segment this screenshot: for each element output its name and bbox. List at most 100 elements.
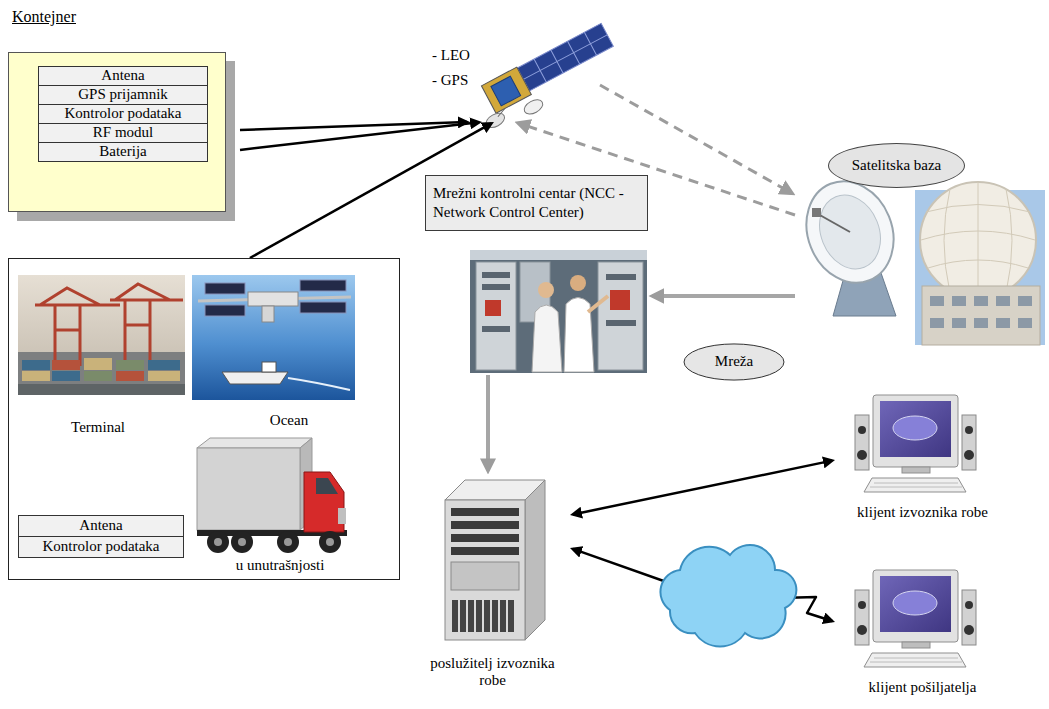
satellite-drawing (496, 109, 507, 117)
network-ellipse: Mreža (683, 343, 785, 381)
component-label: Kontrolor podataka (19, 539, 183, 555)
terminal-photo (116, 371, 144, 381)
truck-drawing (197, 438, 347, 553)
control-room-photo (470, 250, 647, 373)
truck-drawing (284, 538, 292, 546)
ocean-photo (205, 283, 245, 294)
control-room-photo (485, 300, 501, 316)
truck-drawing (214, 538, 222, 546)
terminal-photo (110, 284, 183, 362)
radome-photo (952, 296, 966, 306)
server-caption: poslužitelj izvoznika robe (417, 655, 568, 688)
client-node: klijent pošiljatelja (835, 565, 1010, 705)
terminal-photo (35, 284, 183, 366)
photo-caption: Ocean (244, 412, 334, 429)
component-row: Antena (38, 66, 208, 86)
control-room-photo (470, 250, 647, 260)
terminal-photo (22, 371, 50, 381)
network-label: Mreža (683, 354, 785, 370)
control-room-photo (610, 290, 630, 310)
component-row: Kontrolor podataka (38, 104, 208, 124)
ocean-photo (300, 302, 346, 313)
ground-station-node: Satelitska baza (795, 140, 1045, 345)
control-center-title: Mrežni kontrolni centar (NCC - Network C… (425, 175, 648, 231)
control-room-photo (606, 320, 636, 326)
network-arrow (486, 375, 490, 471)
ocean-photo (222, 372, 288, 384)
truck-drawing (316, 478, 338, 494)
terminal-photo (22, 360, 50, 370)
component-label: RF modul (39, 125, 207, 141)
radome-photo (996, 318, 1010, 328)
ocean-photo (288, 378, 350, 390)
photo-caption: Terminal (48, 419, 148, 436)
server-tower (468, 600, 474, 632)
server-tower (476, 600, 482, 632)
terminal-photo (18, 352, 185, 395)
terminal-photo (148, 360, 180, 370)
terminal-photo (84, 371, 112, 381)
network-cloud (660, 545, 796, 646)
component-label: Baterija (39, 144, 207, 160)
component-row: GPS prijamnik (38, 85, 208, 105)
terminal-photo (18, 384, 185, 395)
client-computer (855, 395, 976, 492)
dish-antenna (792, 168, 909, 316)
truck-drawing (197, 448, 300, 530)
satellite-drawing (481, 67, 531, 113)
control-room-photo (570, 275, 586, 291)
satellite-drawing (517, 23, 613, 91)
terminal-photo (116, 360, 144, 370)
radome-photo (1018, 318, 1032, 328)
ocean-photo (248, 292, 298, 306)
client-computer (855, 570, 976, 667)
server-tower (445, 500, 525, 640)
terminal-photo (35, 288, 120, 366)
server-tower (500, 600, 506, 632)
server-tower (451, 562, 519, 590)
ocean-photo (262, 306, 274, 322)
component-label: Antena (39, 68, 207, 84)
component-label: GPS prijamnik (39, 87, 207, 103)
container-heading: Kontejner (12, 8, 152, 26)
ocean-photo (300, 280, 346, 291)
client-caption: klijent izvoznika robe (835, 504, 1010, 521)
network-cloud (660, 545, 796, 646)
server-tower (452, 600, 458, 632)
component-label: Kontrolor podataka (39, 106, 207, 122)
control-room-photo (598, 262, 643, 370)
radome-photo (922, 286, 1040, 345)
satellite-drawing (517, 23, 613, 91)
uplink-arrow (240, 122, 479, 150)
control-center-node: Mrežni kontrolni centar (NCC - Network C… (425, 175, 648, 375)
client-link (573, 461, 832, 515)
orbit-label: - LEO (432, 47, 494, 64)
radome-photo (920, 182, 1036, 298)
terminal-photo (84, 358, 112, 370)
truck-drawing (231, 531, 253, 553)
radome-photo (915, 182, 1045, 345)
terminal-photo (18, 275, 185, 395)
server-tower (451, 508, 519, 516)
radome-photo (952, 318, 966, 328)
orbit-label: - GPS (432, 72, 494, 89)
control-room-photo (482, 284, 510, 290)
truck-drawing (326, 538, 334, 546)
truck-drawing (207, 531, 229, 553)
radome-photo (974, 318, 988, 328)
station-ellipse-label: Satelitska baza (828, 143, 965, 188)
ocean-photo (192, 275, 355, 400)
component-row: Kontrolor podataka (18, 536, 184, 558)
server-tower (508, 600, 514, 632)
component-label: Antena (19, 518, 183, 534)
component-row: Baterija (38, 142, 208, 162)
server-tower (451, 534, 519, 542)
truck-drawing (319, 531, 341, 553)
truck-drawing (338, 508, 346, 524)
control-room-photo (470, 250, 647, 373)
terminal-photo (52, 371, 80, 381)
server-tower (484, 600, 490, 632)
radome-photo (974, 296, 988, 306)
